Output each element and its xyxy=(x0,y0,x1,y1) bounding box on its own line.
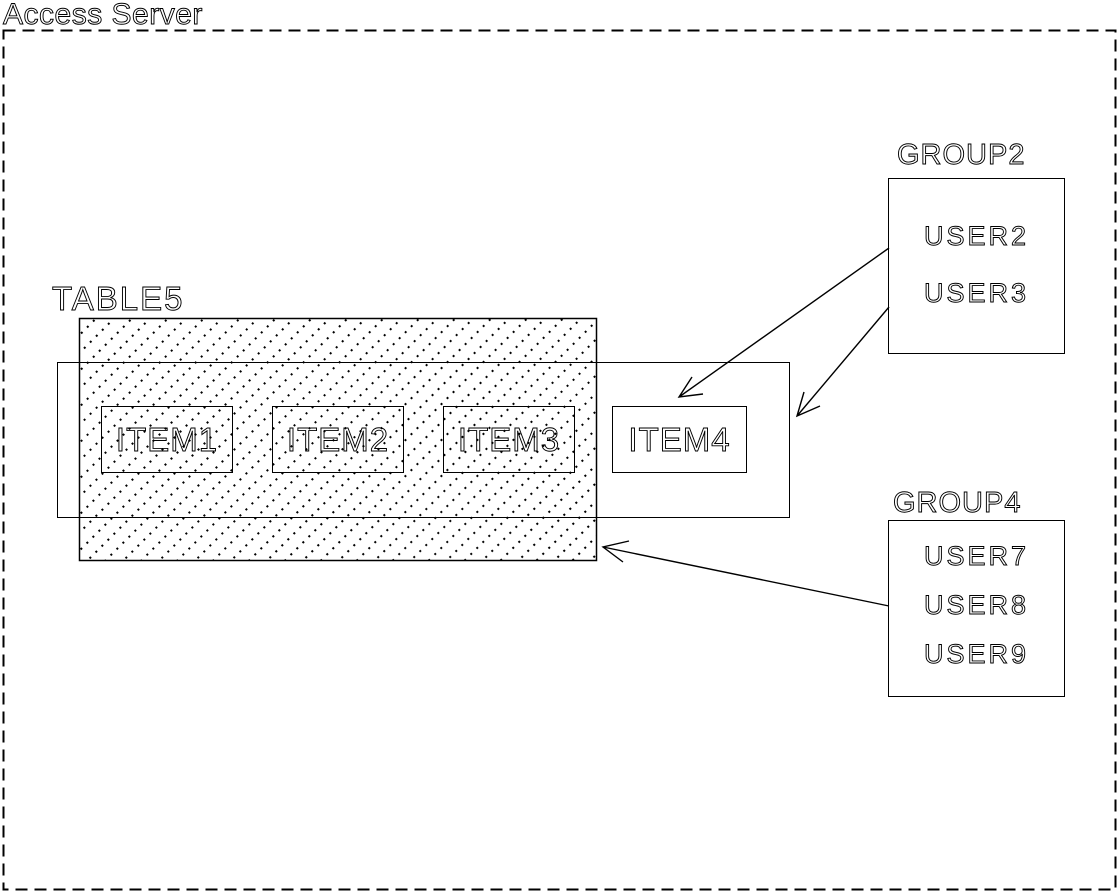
group4-label: GROUP4 xyxy=(893,487,1022,520)
group4-box xyxy=(888,520,1065,697)
arrow-group2-to-item4 xyxy=(677,247,890,398)
item4-box: ITEM4 xyxy=(612,406,747,473)
user2-label: USER2 xyxy=(923,221,1030,251)
item2-label: ITEM2 xyxy=(286,420,390,458)
access-server-border xyxy=(2,29,1117,891)
group2-box xyxy=(888,178,1065,354)
item4-label: ITEM4 xyxy=(628,420,731,458)
item3-box: ITEM3 xyxy=(443,406,575,473)
access-server-label: Access Server xyxy=(3,0,203,31)
user9-label: USER9 xyxy=(923,639,1030,669)
table5-box xyxy=(57,362,790,518)
item1-label: ITEM1 xyxy=(115,420,219,458)
item3-label: ITEM3 xyxy=(457,420,561,458)
item1-box: ITEM1 xyxy=(101,406,233,473)
user8-label: USER8 xyxy=(923,590,1030,620)
user3-label: USER3 xyxy=(923,278,1030,308)
group2-label: GROUP2 xyxy=(897,139,1026,172)
table5-highlight-hatch xyxy=(78,317,598,562)
arrow-group2-to-table5 xyxy=(795,306,890,418)
arrow-group4-to-table5 xyxy=(601,540,890,607)
user7-label: USER7 xyxy=(923,541,1030,571)
item2-box: ITEM2 xyxy=(272,406,404,473)
table5-label: TABLE5 xyxy=(52,280,185,318)
